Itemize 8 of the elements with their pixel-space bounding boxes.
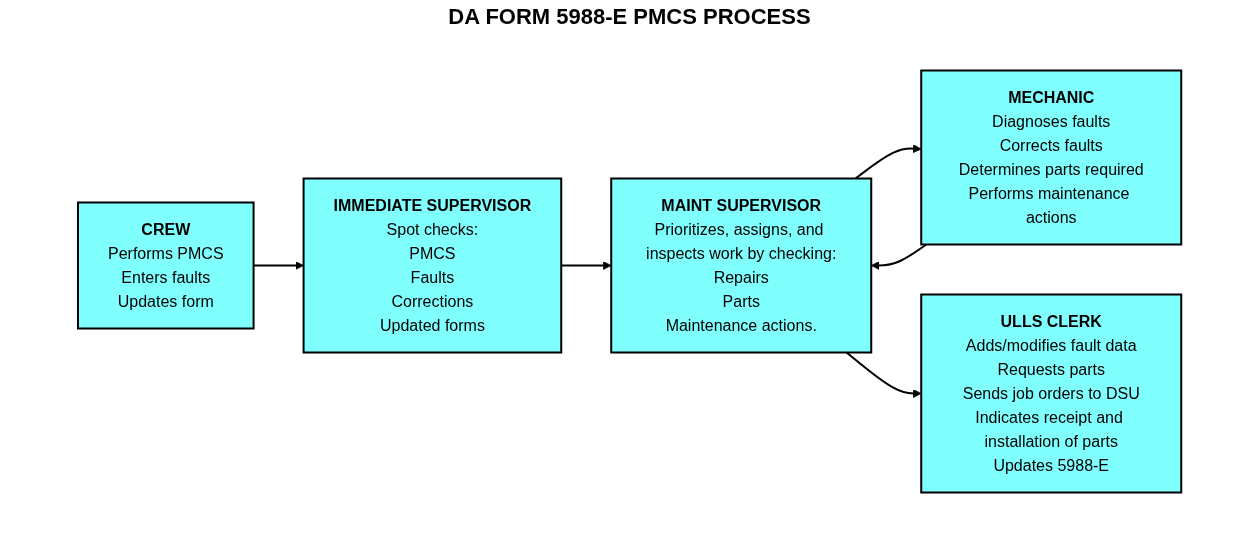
node-box: ULLS CLERK Adds/modifies fault data Requests parts Sends job orders to DSU Indicates receipt and installation of parts Updates 5988-E [920, 293, 1183, 494]
node-box: MAINT SUPERVISOR Prioritizes, assigns, and inspects work by checking: Repairs Parts Maintenance actions. [610, 177, 873, 354]
diagram-title: DA FORM 5988-E PMCS PROCESS [447, 4, 812, 30]
node-box: MECHANIC Diagnoses faults Corrects faults Determines parts required Performs maintenance actions [920, 69, 1183, 246]
node-box: IMMEDIATE SUPERVISOR Spot checks: PMCS Faults Corrections Updated forms [302, 177, 563, 354]
node-box: CREW Performs PMCS Enters faults Updates form [76, 201, 255, 330]
arrow [845, 351, 922, 398]
arrow [854, 144, 922, 180]
